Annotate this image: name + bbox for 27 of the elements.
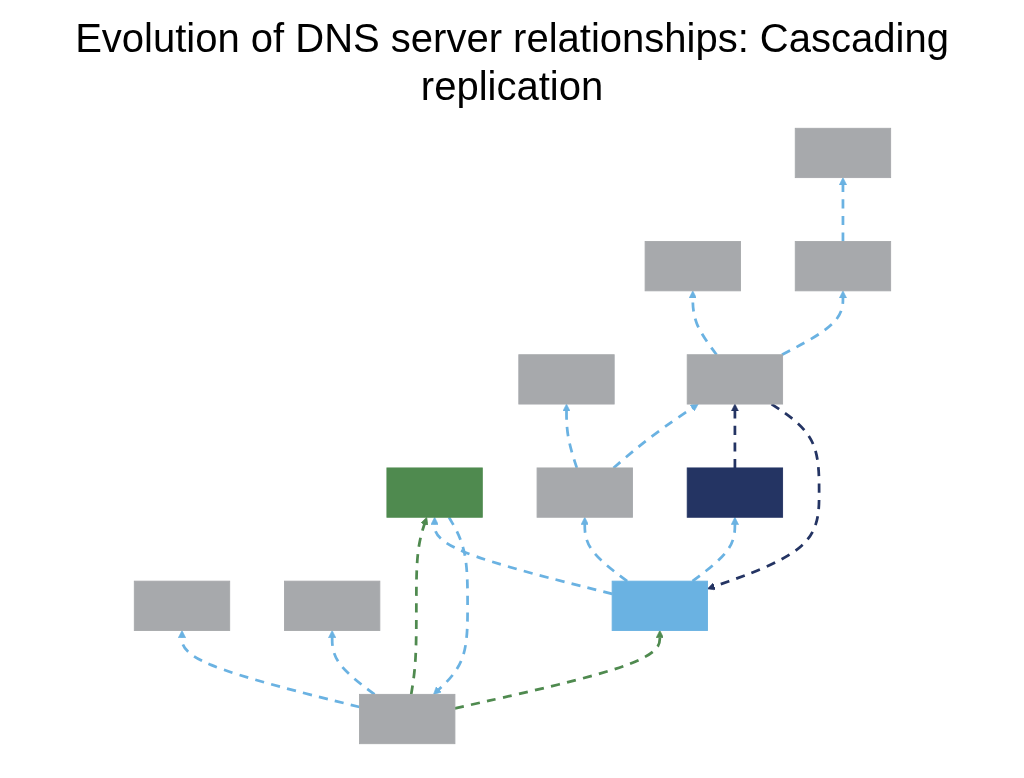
node-server	[794, 127, 891, 179]
arrow	[177, 630, 360, 709]
node-server	[517, 354, 615, 405]
arrow	[432, 516, 469, 695]
arrow	[454, 630, 664, 710]
node-server	[358, 693, 455, 745]
arrow	[730, 403, 739, 468]
arrow	[409, 516, 428, 695]
node-server	[536, 467, 633, 518]
node-server	[644, 241, 741, 292]
node-server	[283, 580, 380, 631]
node-server	[794, 241, 891, 292]
arrow	[327, 630, 375, 696]
node-server	[686, 467, 783, 518]
arrow	[612, 403, 699, 469]
arrow	[562, 403, 578, 469]
node-server	[386, 467, 483, 518]
arrow	[780, 290, 847, 356]
arrow	[580, 516, 628, 583]
node-server	[686, 354, 783, 405]
diagram-title: Evolution of DNS server relationships: Cascading replication	[74, 15, 950, 110]
arrow	[838, 177, 847, 242]
arrow	[688, 290, 718, 356]
arrow	[691, 516, 739, 583]
arrow	[430, 516, 612, 596]
node-server	[611, 580, 708, 631]
node-server	[133, 580, 230, 631]
